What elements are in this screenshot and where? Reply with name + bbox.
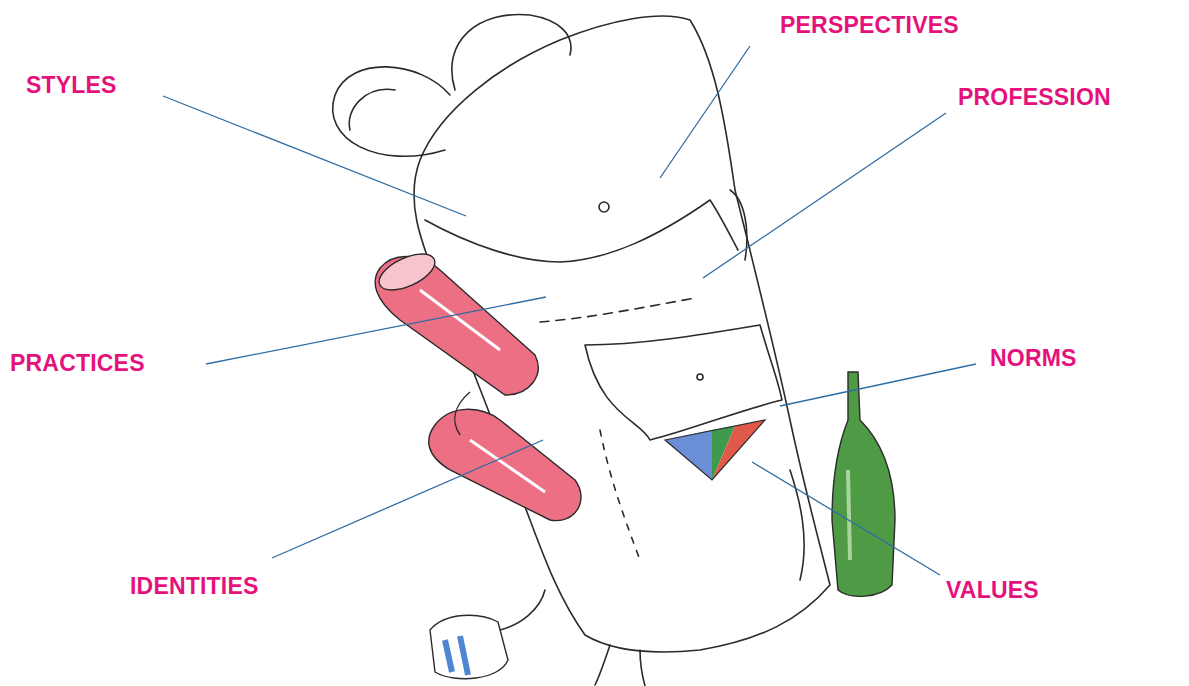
backpack-seam	[540, 298, 695, 322]
backpack-loop	[333, 67, 450, 156]
backpack-leg	[595, 645, 610, 685]
badge-blue	[665, 430, 712, 480]
backpack-leg	[500, 590, 545, 630]
part-label: PROFESSION	[958, 84, 1111, 110]
leader-line	[272, 440, 543, 558]
part-label: PERSPECTIVES	[780, 12, 959, 38]
bottle-body	[832, 372, 895, 596]
backpack-flap	[425, 200, 738, 262]
backpack-leg	[640, 650, 645, 686]
mat-highlight	[420, 290, 545, 492]
part-label: VALUES	[946, 577, 1039, 603]
leader-line	[660, 46, 750, 178]
leader-line	[703, 113, 946, 278]
bottle	[832, 372, 895, 596]
backpack-loop	[349, 89, 395, 130]
badge-outline	[665, 420, 765, 480]
rolled-mat	[374, 247, 581, 521]
bottle-highlight	[848, 470, 850, 560]
shoe-stripe	[445, 636, 468, 675]
part-label: STYLES	[26, 72, 117, 98]
leader-lines	[163, 46, 976, 575]
mat-end	[374, 247, 440, 298]
flap-button	[599, 202, 609, 212]
backpack-seam	[600, 430, 640, 560]
mat-strap	[455, 392, 470, 435]
leader-line	[163, 96, 466, 216]
pocket-button	[697, 374, 703, 380]
triangle-badge	[665, 420, 765, 480]
part-label: IDENTITIES	[130, 573, 259, 599]
leader-line	[206, 297, 546, 364]
leader-line	[780, 364, 976, 406]
part-label: NORMS	[990, 345, 1077, 371]
backpack-loop	[452, 14, 571, 90]
part-label: PRACTICES	[10, 350, 145, 376]
leader-line	[752, 462, 940, 575]
shoe-body	[430, 615, 508, 678]
sketch-lines	[333, 14, 830, 686]
backpack-body	[414, 16, 830, 652]
shoe	[430, 615, 508, 678]
